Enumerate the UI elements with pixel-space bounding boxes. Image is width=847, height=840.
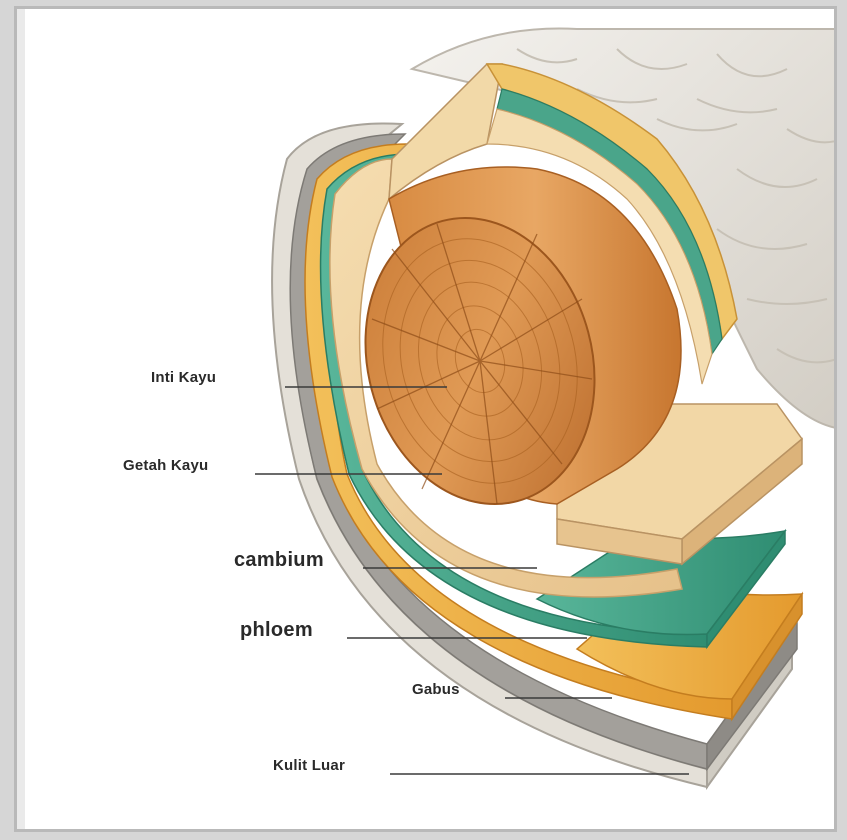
diagram-frame: Inti Kayu Getah Kayu cambium phloem Gabu… [14,6,837,832]
label-sapwood: Getah Kayu [123,457,208,474]
tree-trunk-cross-section [17,9,837,832]
label-heartwood: Inti Kayu [151,369,216,386]
label-outer-bark: Kulit Luar [273,757,345,774]
label-cork: Gabus [412,681,460,698]
label-phloem: phloem [240,619,313,642]
label-cambium: cambium [234,549,324,572]
